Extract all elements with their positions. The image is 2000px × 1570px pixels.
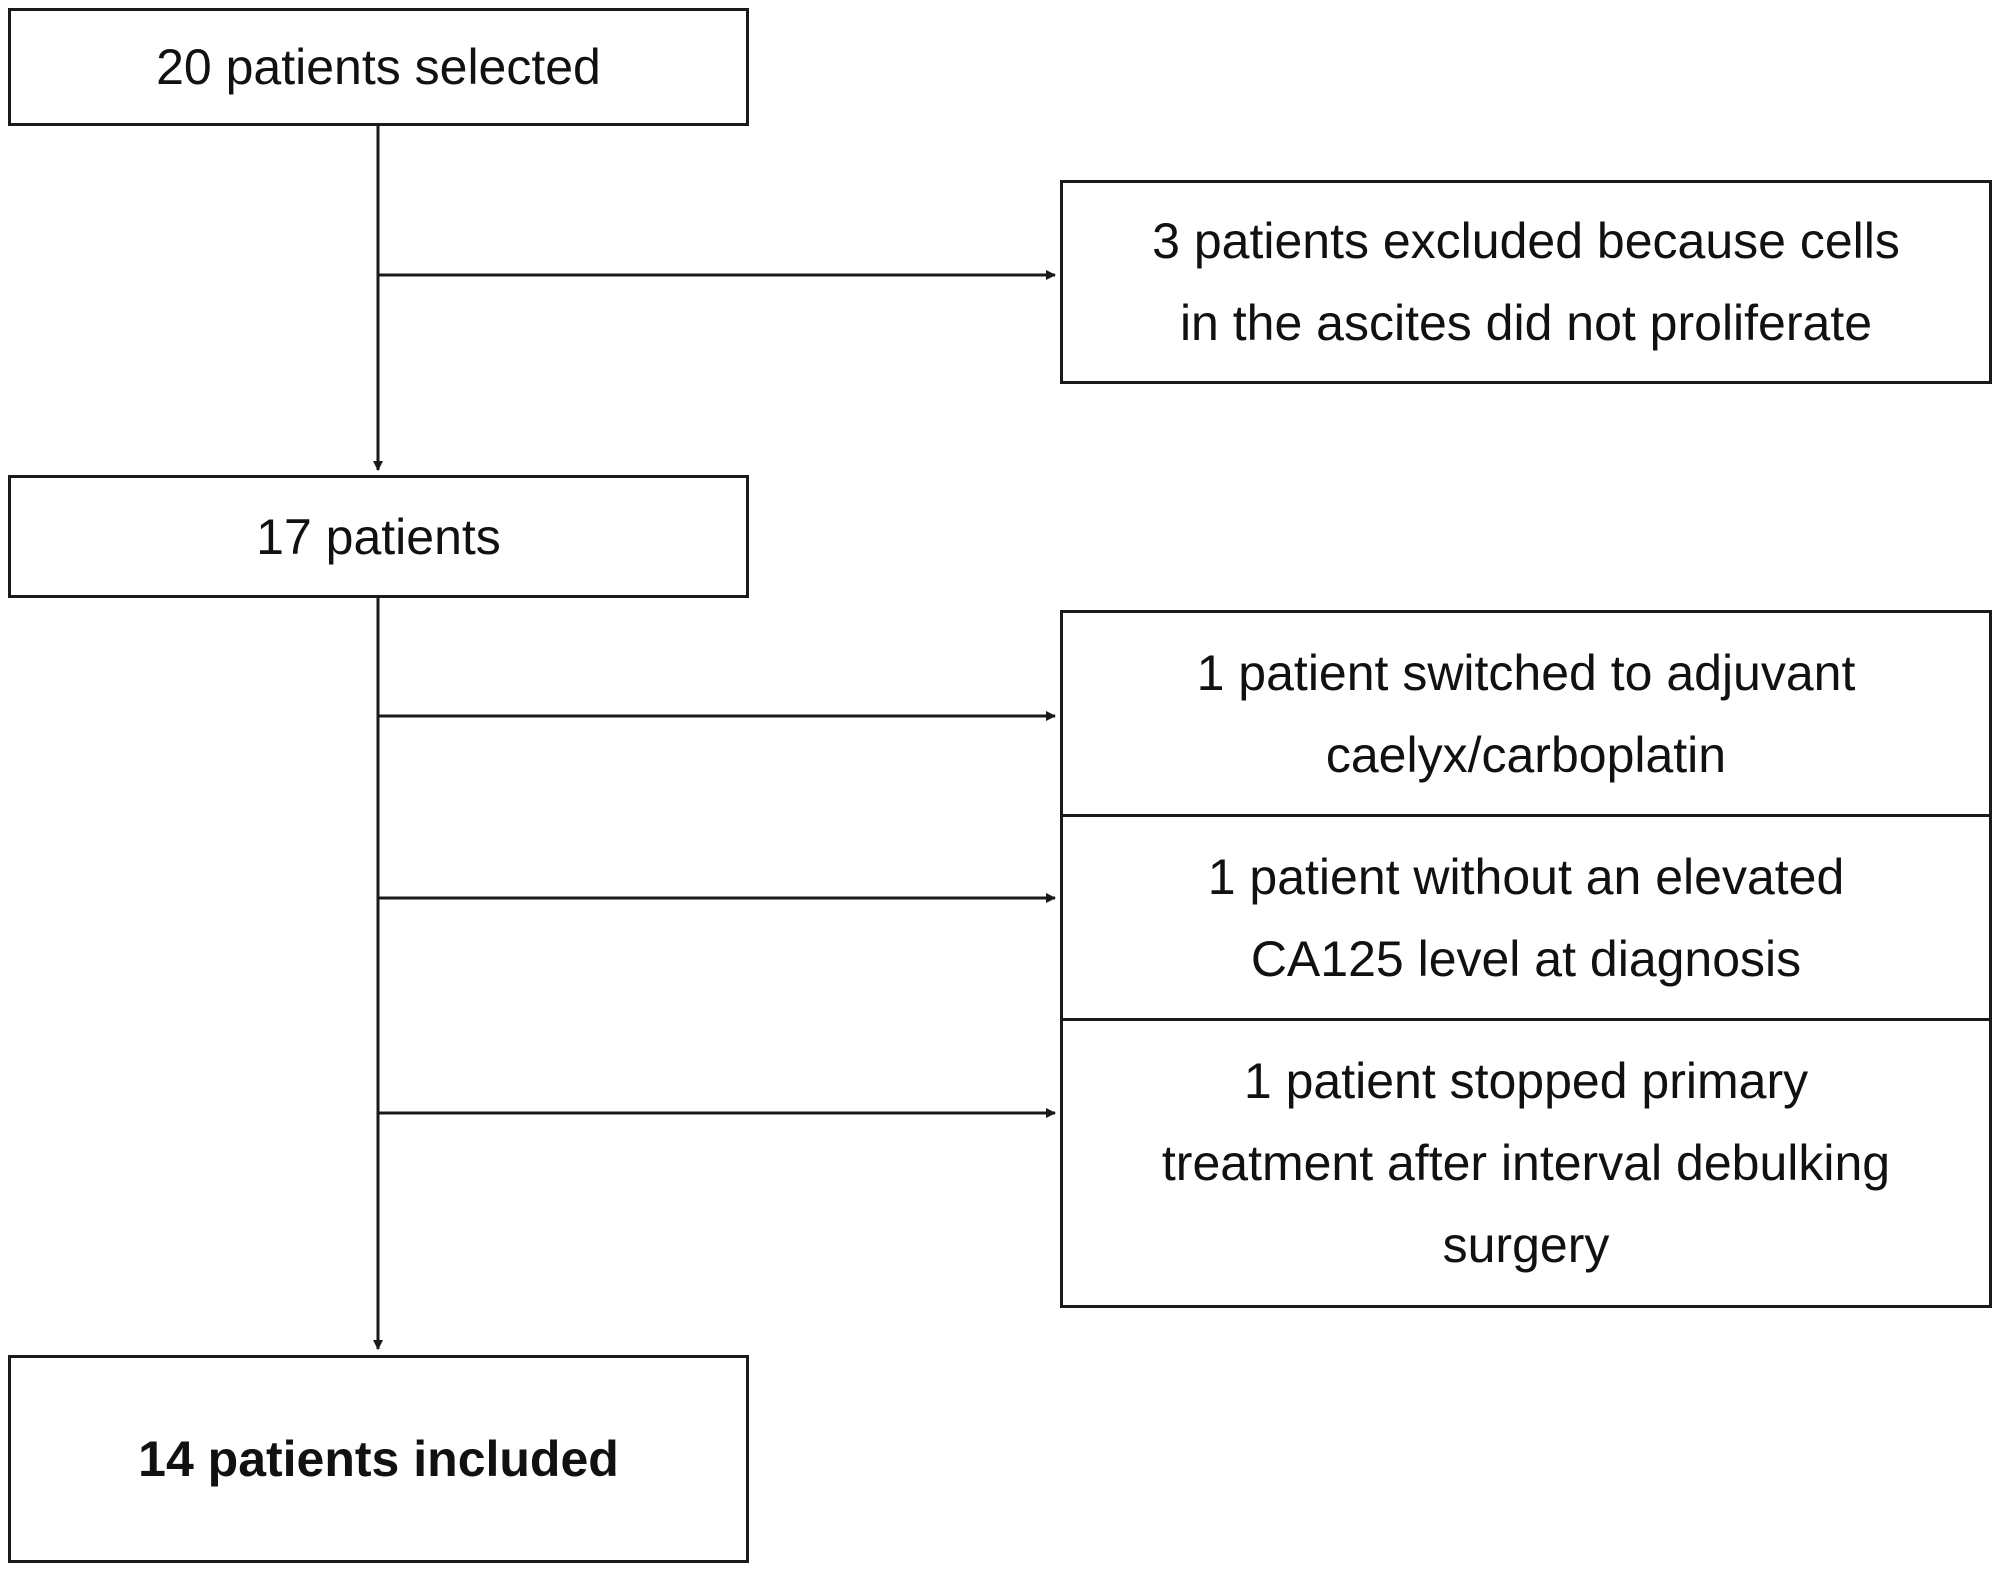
exclusion-stopped-treatment: 1 patient stopped primary treatment afte…	[1060, 1018, 1992, 1308]
exclusion-switched-line2: caelyx/carboplatin	[1325, 726, 1727, 783]
exclusion-stopped-line1: 1 patient stopped primary	[1243, 1053, 1809, 1109]
exclusion-switched-treatment: 1 patient switched to adjuvant caelyx/ca…	[1060, 610, 1992, 817]
exclusion-no-ca125-line1: 1 patient without an elevated	[1207, 848, 1845, 905]
node-patients-remaining-text: 17 patients	[256, 508, 501, 565]
exclusion-stopped-line3: surgery	[1442, 1217, 1610, 1273]
node-patients-included: 14 patients included	[8, 1355, 749, 1563]
node-patients-selected-text: 20 patients selected	[156, 39, 601, 95]
exclusion-no-elevated-ca125: 1 patient without an elevated CA125 leve…	[1060, 814, 1992, 1021]
node-patients-included-text: 14 patients included	[138, 1431, 619, 1487]
exclusion-stopped-line2: treatment after interval debulking	[1161, 1135, 1891, 1191]
node-patients-selected: 20 patients selected	[8, 8, 749, 126]
exclusion-no-ca125-line2: CA125 level at diagnosis	[1250, 930, 1802, 987]
exclusion-switched-line1: 1 patient switched to adjuvant	[1196, 644, 1856, 701]
exclusion-no-proliferation-line2: in the ascites did not proliferate	[1179, 295, 1873, 351]
node-patients-remaining: 17 patients	[8, 475, 749, 598]
exclusion-no-proliferation: 3 patients excluded because cells in the…	[1060, 180, 1992, 384]
exclusion-no-proliferation-line1: 3 patients excluded because cells	[1152, 213, 1900, 269]
